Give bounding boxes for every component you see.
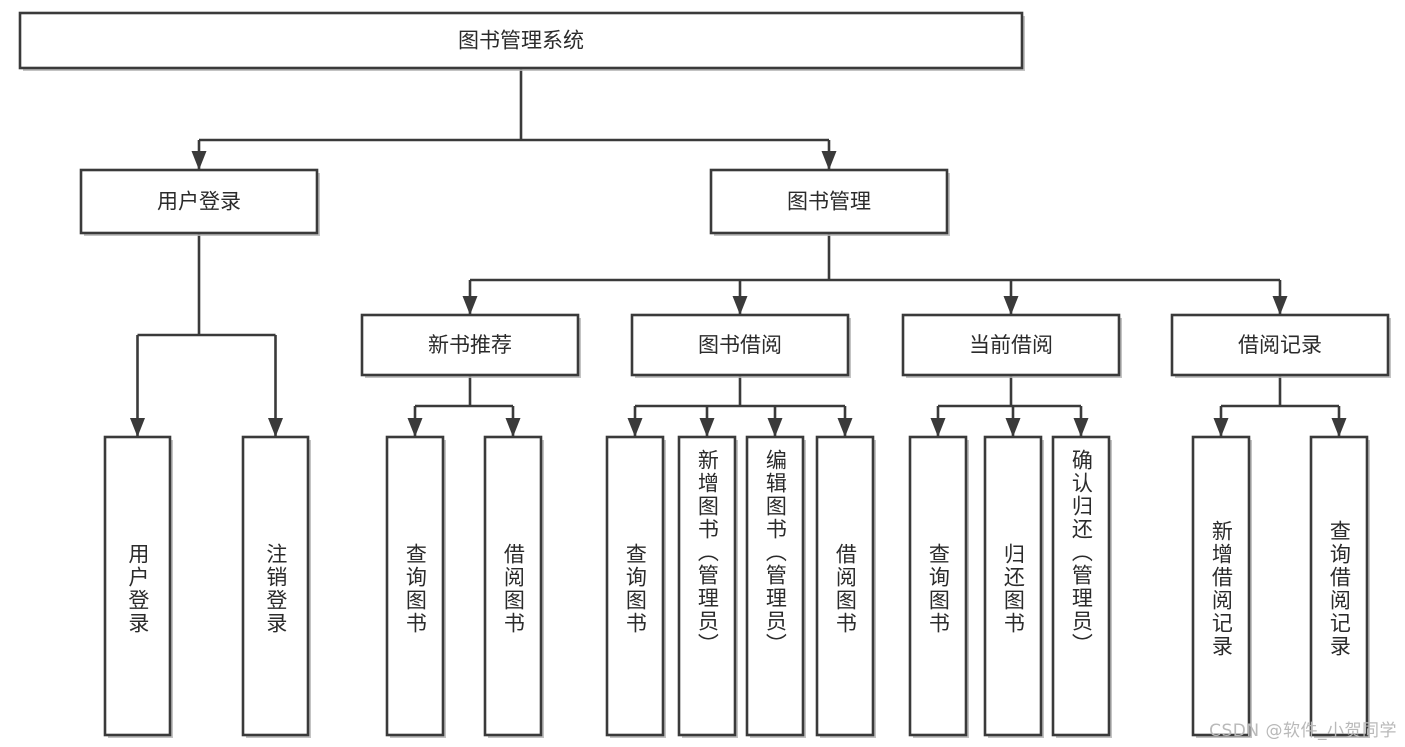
node-label-nb-borrow-book: 借阅图书 bbox=[501, 543, 526, 635]
node-label-cb-confirm-return: 确认归还（管理员） bbox=[1069, 449, 1094, 656]
node-box-bb-query-book[interactable] bbox=[605, 435, 665, 737]
node-label-nb-query-book: 查询图书 bbox=[403, 543, 428, 635]
node-box-nb-query-book[interactable] bbox=[385, 435, 445, 737]
node-box-leaf-user-logout[interactable] bbox=[241, 435, 310, 737]
node-box-cb-confirm-return[interactable] bbox=[1051, 435, 1111, 737]
node-box-cb-return-book[interactable] bbox=[983, 435, 1043, 737]
node-label-wrap-leaf-user-login: 用户登录 bbox=[105, 449, 170, 729]
node-label-wrap-bb-query-book: 查询图书 bbox=[607, 449, 663, 729]
node-label-new-book-recommend: 新书推荐 bbox=[428, 333, 512, 357]
node-label-wrap-br-add-record: 新增借阅记录 bbox=[1193, 449, 1249, 729]
node-box-new-book-recommend[interactable] bbox=[360, 313, 580, 377]
connectors-layer bbox=[130, 68, 1347, 437]
node-label-br-query-record: 查询借阅记录 bbox=[1327, 520, 1352, 658]
node-label-wrap-br-query-record: 查询借阅记录 bbox=[1311, 449, 1367, 729]
arrow-head-icon-user-login bbox=[191, 151, 207, 170]
boxes-layer bbox=[18, 11, 1391, 738]
node-box-borrow-record[interactable] bbox=[1170, 313, 1390, 377]
node-box-bb-borrow-book[interactable] bbox=[815, 435, 875, 737]
node-label-wrap-bb-add-book: 新增图书（管理员） bbox=[679, 449, 735, 729]
arrow-head-icon-book-manage bbox=[821, 151, 837, 170]
arrow-head-icon-bb-borrow-book bbox=[837, 418, 853, 437]
node-box-br-query-record[interactable] bbox=[1309, 435, 1369, 737]
node-box-user-login[interactable] bbox=[79, 168, 319, 235]
node-label-root: 图书管理系统 bbox=[458, 29, 584, 53]
node-label-bb-query-book: 查询图书 bbox=[623, 543, 648, 635]
node-label-bb-borrow-book: 借阅图书 bbox=[833, 543, 858, 635]
arrow-head-icon-nb-borrow-book bbox=[505, 418, 521, 437]
node-label-br-add-record: 新增借阅记录 bbox=[1209, 520, 1234, 658]
node-label-wrap-bb-edit-book: 编辑图书（管理员） bbox=[747, 449, 803, 729]
node-box-bb-add-book[interactable] bbox=[677, 435, 737, 737]
node-label-wrap-cb-return-book: 归还图书 bbox=[985, 449, 1041, 729]
node-label-wrap-bb-borrow-book: 借阅图书 bbox=[817, 449, 873, 729]
node-box-book-manage[interactable] bbox=[709, 168, 949, 235]
arrow-head-icon-br-add-record bbox=[1213, 418, 1229, 437]
node-label-wrap-nb-borrow-book: 借阅图书 bbox=[485, 449, 541, 729]
node-label-book-borrow: 图书借阅 bbox=[698, 333, 782, 357]
arrow-head-icon-leaf-user-login bbox=[130, 418, 145, 437]
arrow-head-icon-cb-query-book bbox=[930, 418, 946, 437]
arrow-head-icon-cb-return-book bbox=[1005, 418, 1021, 437]
arrow-head-icon-bb-query-book bbox=[627, 418, 643, 437]
arrow-head-icon-nb-query-book bbox=[407, 418, 423, 437]
node-box-cb-query-book[interactable] bbox=[908, 435, 968, 737]
node-label-current-borrow: 当前借阅 bbox=[969, 333, 1053, 357]
node-label-cb-query-book: 查询图书 bbox=[926, 543, 951, 635]
node-label-wrap-leaf-user-logout: 注销登录 bbox=[243, 449, 308, 729]
arrow-head-icon-borrow-record bbox=[1272, 296, 1288, 315]
node-label-user-login: 用户登录 bbox=[157, 190, 241, 214]
node-box-br-add-record[interactable] bbox=[1191, 435, 1251, 737]
arrow-head-icon-cb-confirm-return bbox=[1073, 418, 1089, 437]
node-box-leaf-user-login[interactable] bbox=[103, 435, 172, 737]
arrow-head-icon-br-query-record bbox=[1331, 418, 1347, 437]
arrow-head-icon-bb-add-book bbox=[699, 418, 715, 437]
node-box-bb-edit-book[interactable] bbox=[745, 435, 805, 737]
node-label-leaf-user-login: 用户登录 bbox=[125, 543, 150, 635]
node-label-bb-add-book: 新增图书（管理员） bbox=[695, 449, 720, 656]
arrow-head-icon-current-borrow bbox=[1003, 296, 1019, 315]
arrow-head-icon-new-book-recommend bbox=[462, 296, 478, 315]
node-label-borrow-record: 借阅记录 bbox=[1238, 333, 1322, 357]
node-label-wrap-cb-query-book: 查询图书 bbox=[910, 449, 966, 729]
node-label-bb-edit-book: 编辑图书（管理员） bbox=[763, 449, 788, 656]
node-box-root[interactable] bbox=[18, 11, 1024, 70]
node-label-wrap-nb-query-book: 查询图书 bbox=[387, 449, 443, 729]
arrow-head-icon-bb-edit-book bbox=[767, 418, 783, 437]
node-box-current-borrow[interactable] bbox=[901, 313, 1121, 377]
csdn-watermark: CSDN @软件_小贺同学 bbox=[1209, 721, 1397, 741]
node-label-wrap-cb-confirm-return: 确认归还（管理员） bbox=[1053, 449, 1109, 729]
node-box-book-borrow[interactable] bbox=[630, 313, 850, 377]
arrow-head-icon-book-borrow bbox=[732, 296, 748, 315]
arrow-head-icon-leaf-user-logout bbox=[268, 418, 283, 437]
node-label-leaf-user-logout: 注销登录 bbox=[263, 543, 288, 635]
node-label-cb-return-book: 归还图书 bbox=[1001, 543, 1026, 635]
node-label-book-manage: 图书管理 bbox=[787, 190, 871, 214]
node-box-nb-borrow-book[interactable] bbox=[483, 435, 543, 737]
